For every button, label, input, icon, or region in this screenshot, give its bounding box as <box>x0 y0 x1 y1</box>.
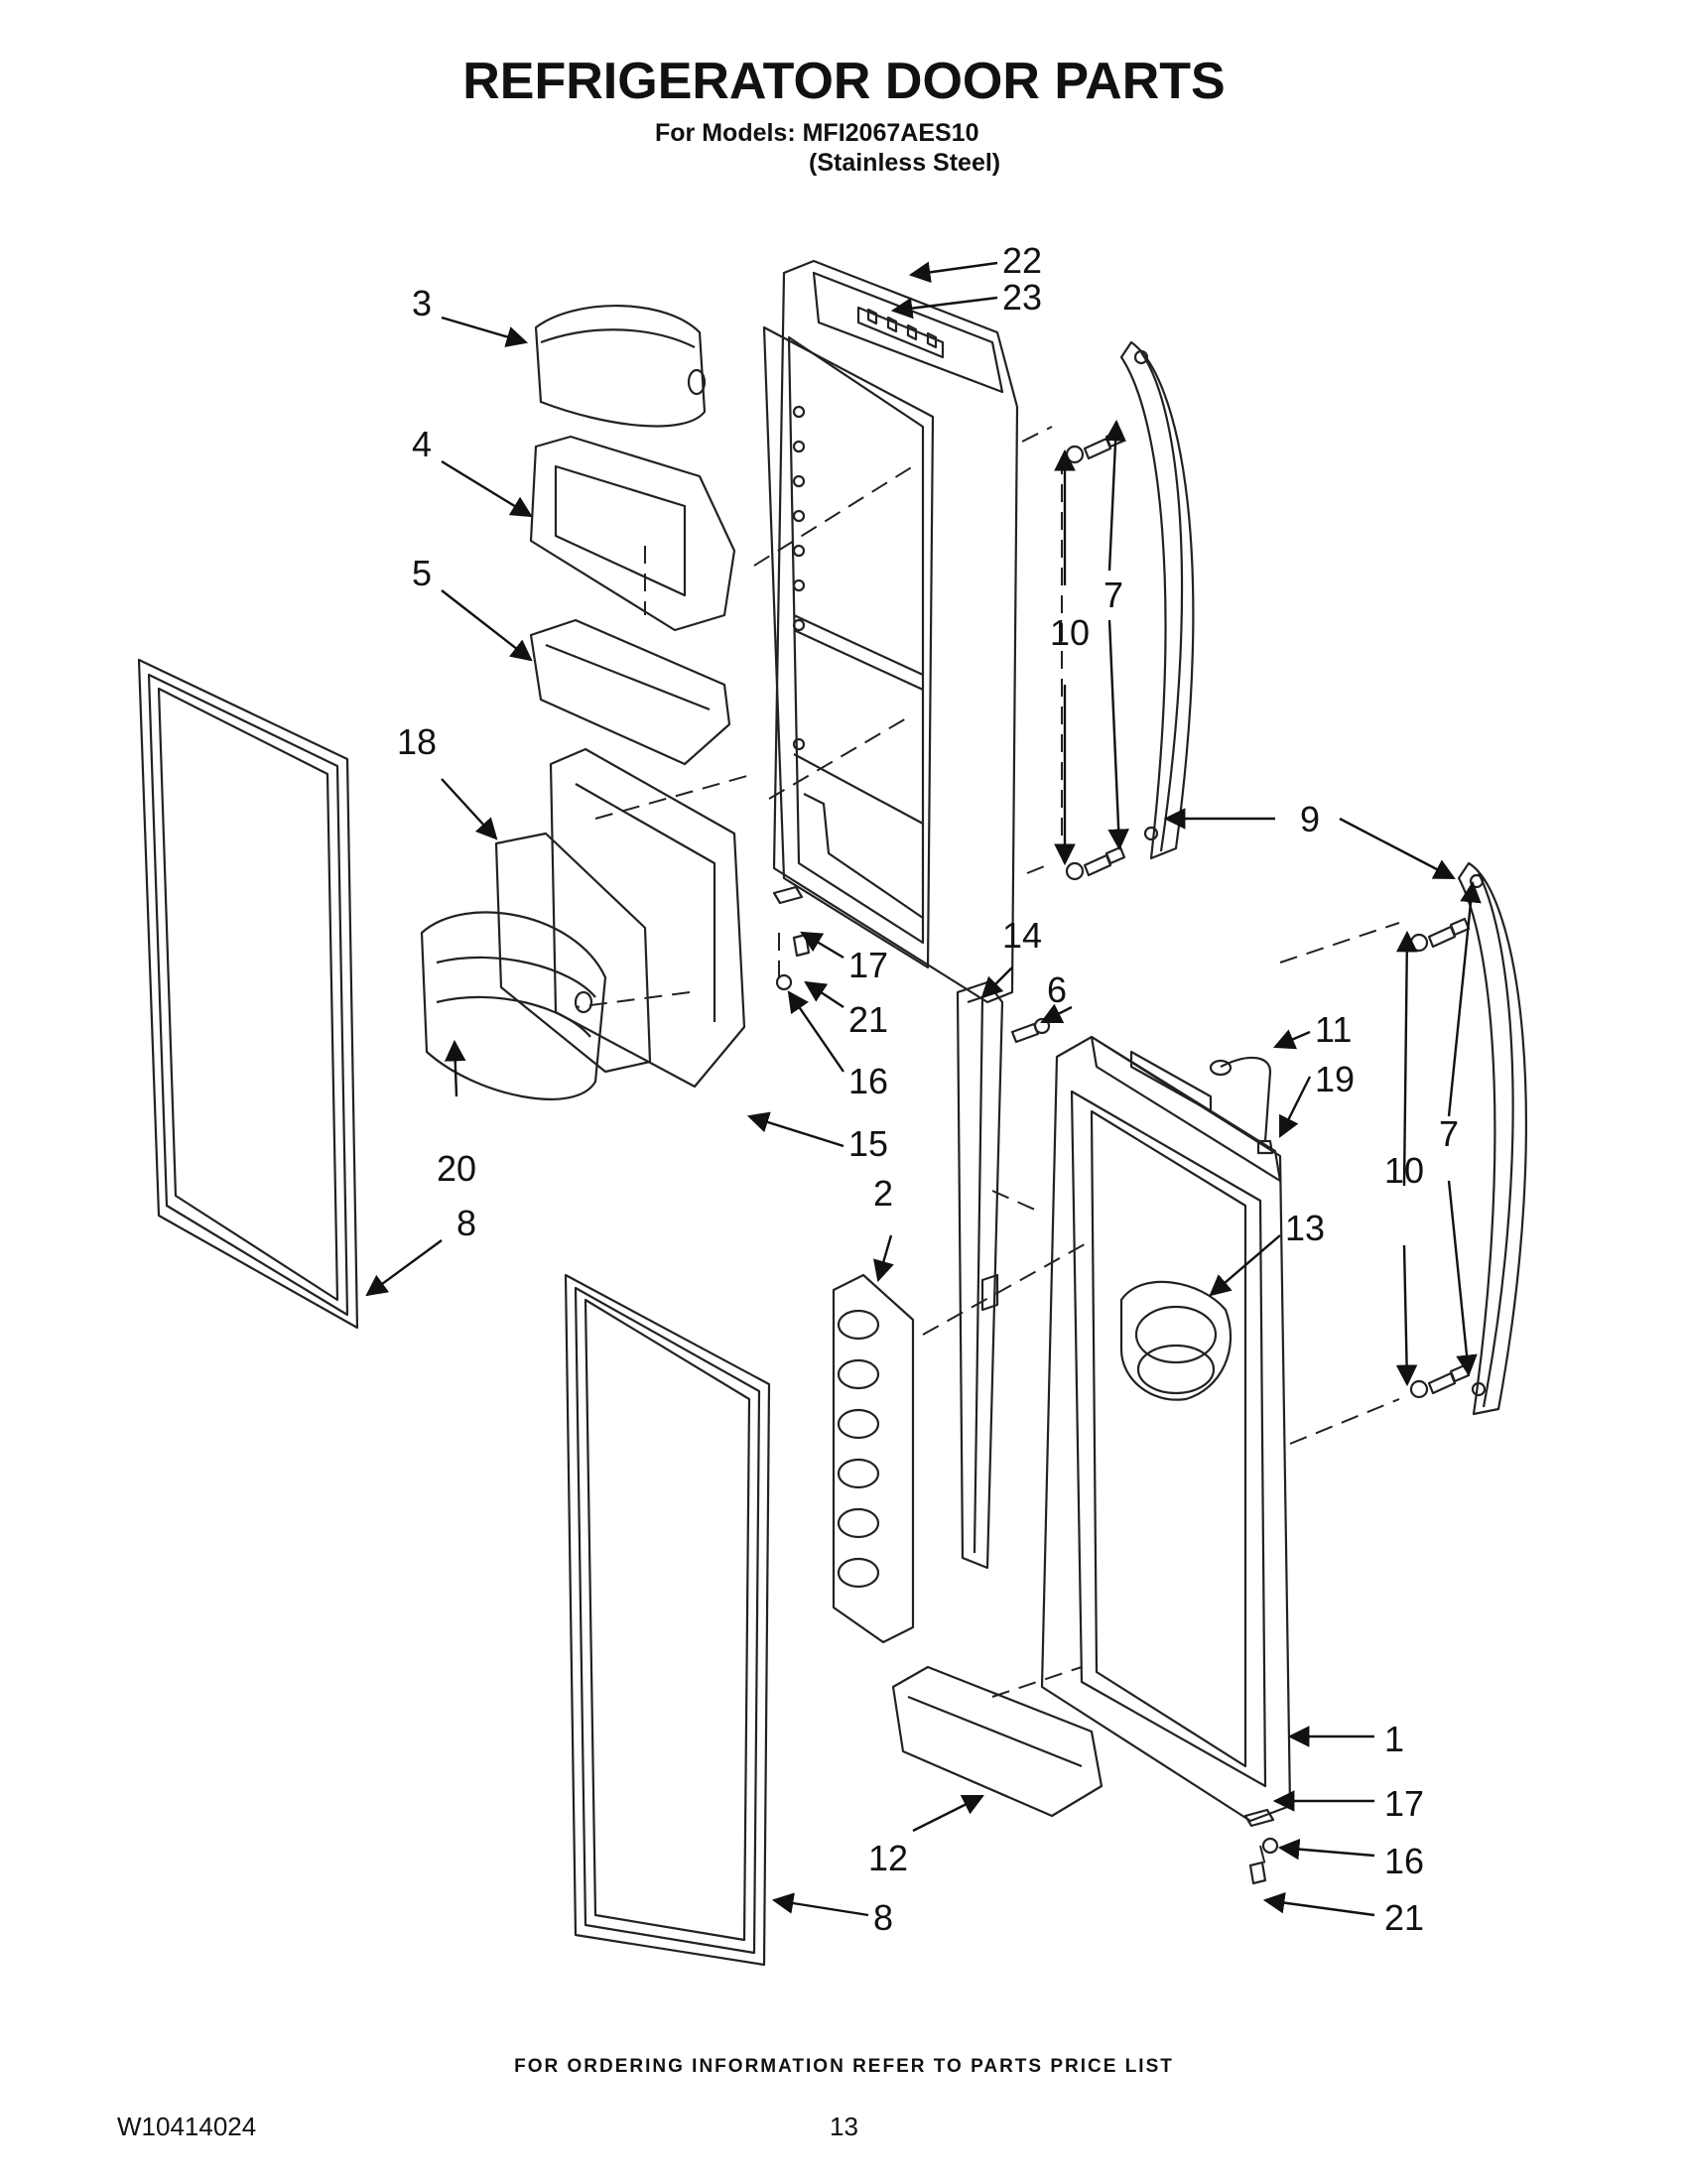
callout-21-lower: 21 <box>1384 1897 1424 1938</box>
callout-4: 4 <box>412 424 432 464</box>
variant-line: (Stainless Steel) <box>809 149 1001 177</box>
water-tube <box>1209 1056 1274 1155</box>
left-door-gasket <box>137 658 359 1330</box>
upper-door-liner <box>762 259 1019 1004</box>
callout-10-lower: 10 <box>1384 1150 1424 1191</box>
lower-door-liner <box>1040 1035 1292 1823</box>
dispenser-housing <box>549 747 746 1089</box>
document-number: W10414024 <box>117 2112 257 2141</box>
ice-door-frame <box>494 832 652 1074</box>
callout-8-upper: 8 <box>456 1203 476 1243</box>
bin-cover <box>534 305 707 428</box>
callout-21-upper: 21 <box>848 999 888 1040</box>
upper-door-handle <box>1119 340 1195 860</box>
callout-19: 19 <box>1315 1059 1355 1099</box>
callout-17-upper: 17 <box>848 945 888 985</box>
callout-14: 14 <box>1002 915 1042 956</box>
dispenser-funnel <box>1119 1280 1233 1401</box>
callout-18: 18 <box>397 721 437 762</box>
callout-20: 20 <box>437 1148 476 1189</box>
callout-17-lower: 17 <box>1384 1783 1424 1824</box>
callout-8-lower: 8 <box>873 1897 893 1938</box>
lower-hinge-hardware <box>1243 1808 1279 1885</box>
callout-10-upper: 10 <box>1050 612 1090 653</box>
callout-16-lower: 16 <box>1384 1841 1424 1881</box>
ordering-note: FOR ORDERING INFORMATION REFER TO PARTS … <box>514 2056 1174 2077</box>
callout-7-upper: 7 <box>1104 575 1123 615</box>
models-line: For Models: MFI2067AES10 <box>655 119 979 147</box>
door-bin-lower <box>891 1665 1104 1818</box>
page-title: REFRIGERATOR DOOR PARTS <box>462 53 1226 110</box>
callout-2: 2 <box>873 1173 893 1214</box>
callout-12: 12 <box>868 1838 908 1878</box>
callout-22: 22 <box>1002 240 1042 281</box>
callout-16-upper: 16 <box>848 1061 888 1101</box>
callout-23: 23 <box>1002 277 1042 318</box>
callout-3: 3 <box>412 283 432 323</box>
dairy-bin <box>529 435 736 632</box>
door-bin-upper <box>529 618 731 766</box>
callout-1: 1 <box>1384 1719 1404 1759</box>
callout-6: 6 <box>1047 969 1067 1010</box>
egg-tray <box>832 1273 915 1644</box>
callout-9: 9 <box>1300 799 1320 839</box>
ice-bucket-front <box>420 911 607 1100</box>
callout-11: 11 <box>1315 1009 1352 1050</box>
mullion <box>956 980 1004 1570</box>
callout-5: 5 <box>412 553 432 593</box>
callout-15: 15 <box>848 1123 888 1164</box>
callout-7-lower: 7 <box>1439 1113 1459 1154</box>
lower-door-handle <box>1457 861 1528 1416</box>
page-number: 13 <box>830 2112 858 2141</box>
callout-13: 13 <box>1285 1208 1325 1248</box>
bottom-door-gasket <box>564 1273 771 1967</box>
upper-handle-fasteners <box>1065 429 1126 881</box>
